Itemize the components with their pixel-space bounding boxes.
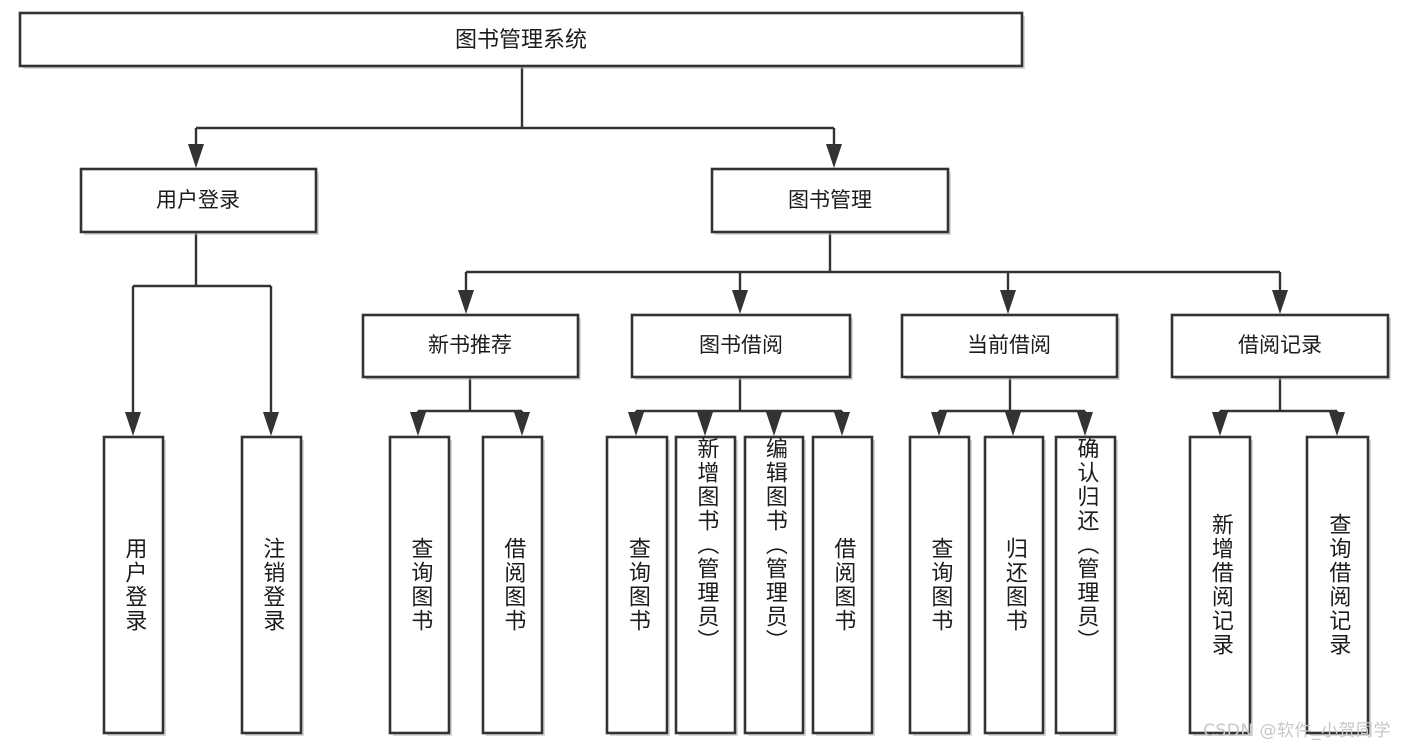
csdn-watermark: CSDN @软件_小贺同学 [1203,721,1391,741]
leaf-user-login-box[interactable] [102,435,165,735]
node-book-management-label: 图书管理 [788,188,872,212]
node-book-borrow-label: 图书借阅 [699,333,783,357]
node-book-borrow-box[interactable] [630,313,852,379]
leaf-logout-login-box[interactable] [240,435,303,735]
arrow-head-user-login [188,144,204,168]
node-book-management[interactable]: 图书管理 [710,167,951,235]
arrow-head-leaf-query-book-2 [628,412,644,436]
node-new-book-recommend-label: 新书推荐 [428,333,512,357]
arrow-head-leaf-query-book-3 [931,412,947,436]
node-user-login[interactable]: 用户登录 [79,167,319,235]
node-book-management-box[interactable] [710,167,950,234]
leaf-query-book-3-box[interactable] [908,435,971,735]
arrow-head-leaf-confirm-return [1077,412,1093,436]
arrow-head-book-borrow [732,290,748,314]
node-borrow-record-label: 借阅记录 [1238,333,1322,357]
leaf-confirm-return-box[interactable] [1054,435,1117,735]
node-current-borrow[interactable]: 当前借阅 [900,313,1120,380]
leaf-query-book-1-box[interactable] [388,435,451,735]
leaf-add-book-box[interactable] [674,435,737,735]
leaf-layer [102,435,1371,736]
node-current-borrow-label: 当前借阅 [967,333,1051,357]
arrow-head-leaf-add-record [1212,412,1228,436]
leaf-edit-book-box[interactable] [743,435,805,735]
arrow-head-leaf-user-login [125,412,141,436]
node-root-box[interactable] [18,11,1024,68]
arrow-head-borrow-record [1272,290,1288,314]
node-user-login-label: 用户登录 [156,188,240,212]
leaf-query-record-box[interactable] [1305,435,1370,735]
leaf-borrow-book-2-box[interactable] [811,435,874,735]
arrow-head-leaf-query-record [1329,412,1345,436]
leaf-borrow-book-1-box[interactable] [481,435,544,735]
leaf-return-book-box[interactable] [983,435,1045,735]
node-borrow-record-box[interactable] [1170,313,1390,379]
arrow-head-leaf-add-book [697,412,713,436]
connector-layer [125,66,1345,436]
arrow-head-leaf-borrow-book-1 [514,412,530,436]
arrow-head-leaf-edit-book [766,412,782,436]
node-current-borrow-box[interactable] [900,313,1119,379]
arrow-head-leaf-query-book-1 [410,412,426,436]
arrow-head-leaf-logout-login [263,412,279,436]
node-user-login-box[interactable] [79,167,318,234]
leaf-add-record-box[interactable] [1188,435,1252,735]
arrow-head-current-borrow [1000,290,1016,314]
node-borrow-record[interactable]: 借阅记录 [1170,313,1391,380]
node-root[interactable]: 图书管理系统 [18,11,1025,69]
node-new-book-recommend-box[interactable] [361,313,580,379]
arrow-head-new-book-recommend [458,290,474,314]
leaf-query-book-2-box[interactable] [605,435,669,735]
node-root-label: 图书管理系统 [455,28,587,53]
node-new-book-recommend[interactable]: 新书推荐 [361,313,581,380]
node-book-borrow[interactable]: 图书借阅 [630,313,853,380]
arrow-head-book-management [826,144,842,168]
arrow-head-leaf-borrow-book-2 [834,412,850,436]
arrow-head-leaf-return-book [1005,412,1021,436]
